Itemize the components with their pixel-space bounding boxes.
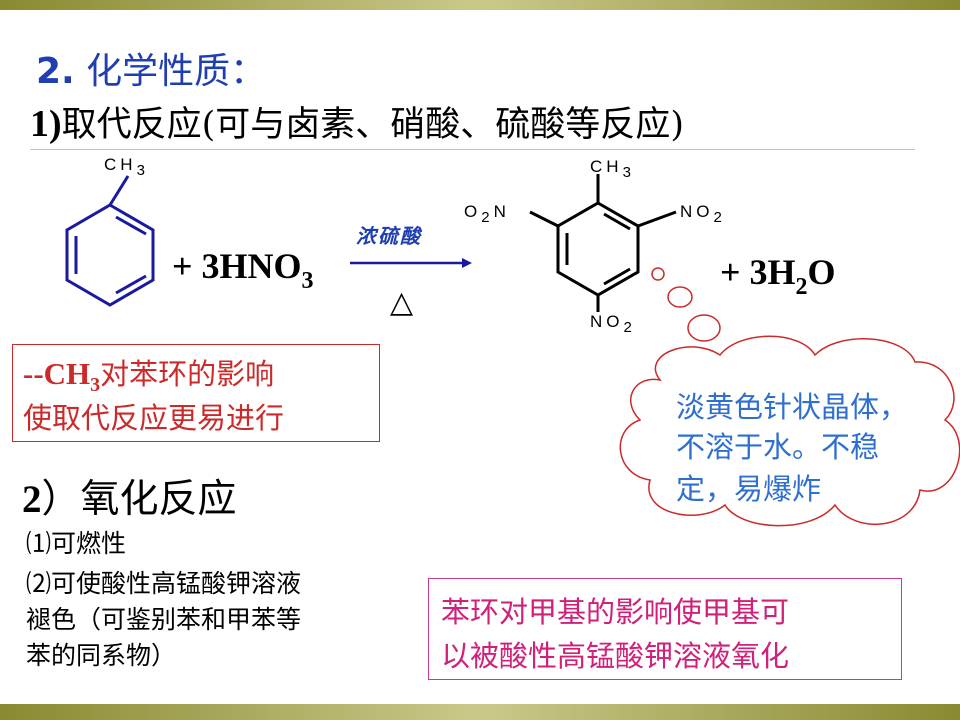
heat-condition: △ [390,285,413,320]
title-number: 2. [36,51,75,92]
ring-effect-line-2: 以被酸性高锰酸钾溶液氧化 [441,639,790,673]
catalyst-label: 浓硫酸 [356,224,423,248]
byproduct-water: + 3H2O [720,252,836,300]
tnt-structure [529,174,677,312]
top-decor-bar [0,0,960,10]
tnt-nitro-bottom: NO2 [590,312,636,336]
methyl-effect-line-1: --CH3对苯环的影响 [23,356,275,397]
methyl-formula: --CH3 [23,356,101,397]
methyl-effect-note: --CH3对苯环的影响 使取代反应更易进行 [12,344,380,442]
section-text: 取代反应(可与卤素、硝酸、硫酸等反应) [61,105,684,145]
reaction-arrow [350,258,472,268]
cloud-line-2: 不溶于水。不稳 [676,430,880,464]
divider-line [30,149,915,150]
oxidation-item-1: ⑴可燃性 [26,529,127,558]
tnt-nitro-left: O2N [464,202,510,226]
tnt-methyl-label: CH3 [590,157,635,181]
toluene-structure [65,175,155,307]
ring-effect-note: 苯环对甲基的影响使甲基可 以被酸性高锰酸钾溶液氧化 [428,578,902,680]
cloud-line-1: 淡黄色针状晶体， [676,390,909,424]
oxidation-item-3: 褪色（可鉴别苯和甲苯等 [26,605,302,634]
section-heading-substitution: 1)取代反应(可与卤素、硝酸、硫酸等反应) [30,96,684,147]
cloud-line-3: 定，易爆炸 [676,472,822,506]
ring-effect-line-1: 苯环对甲基的影响使甲基可 [441,595,790,629]
reagent-hno3: + 3HNO3 [172,246,314,294]
toluene-methyl-label: CH3 [104,155,149,179]
cloud-bubble-small [651,267,665,281]
oxidation-heading: 2）氧化反应 [22,477,237,522]
methyl-effect-line-2: 使取代反应更易进行 [23,401,285,435]
bottom-decor-bar [0,704,960,720]
cloud-body [619,335,960,527]
title-text: 化学性质： [74,51,267,92]
cloud-bubble-large [687,314,721,342]
cloud-bubble-medium [667,286,693,308]
slide-title: 2. 化学性质： [36,42,266,94]
oxidation-item-4: 苯的同系物） [26,641,177,670]
section-number: 1) [30,103,62,145]
oxidation-item-2: ⑵可使酸性高锰酸钾溶液 [26,569,302,598]
tnt-nitro-right: NO2 [680,202,726,226]
